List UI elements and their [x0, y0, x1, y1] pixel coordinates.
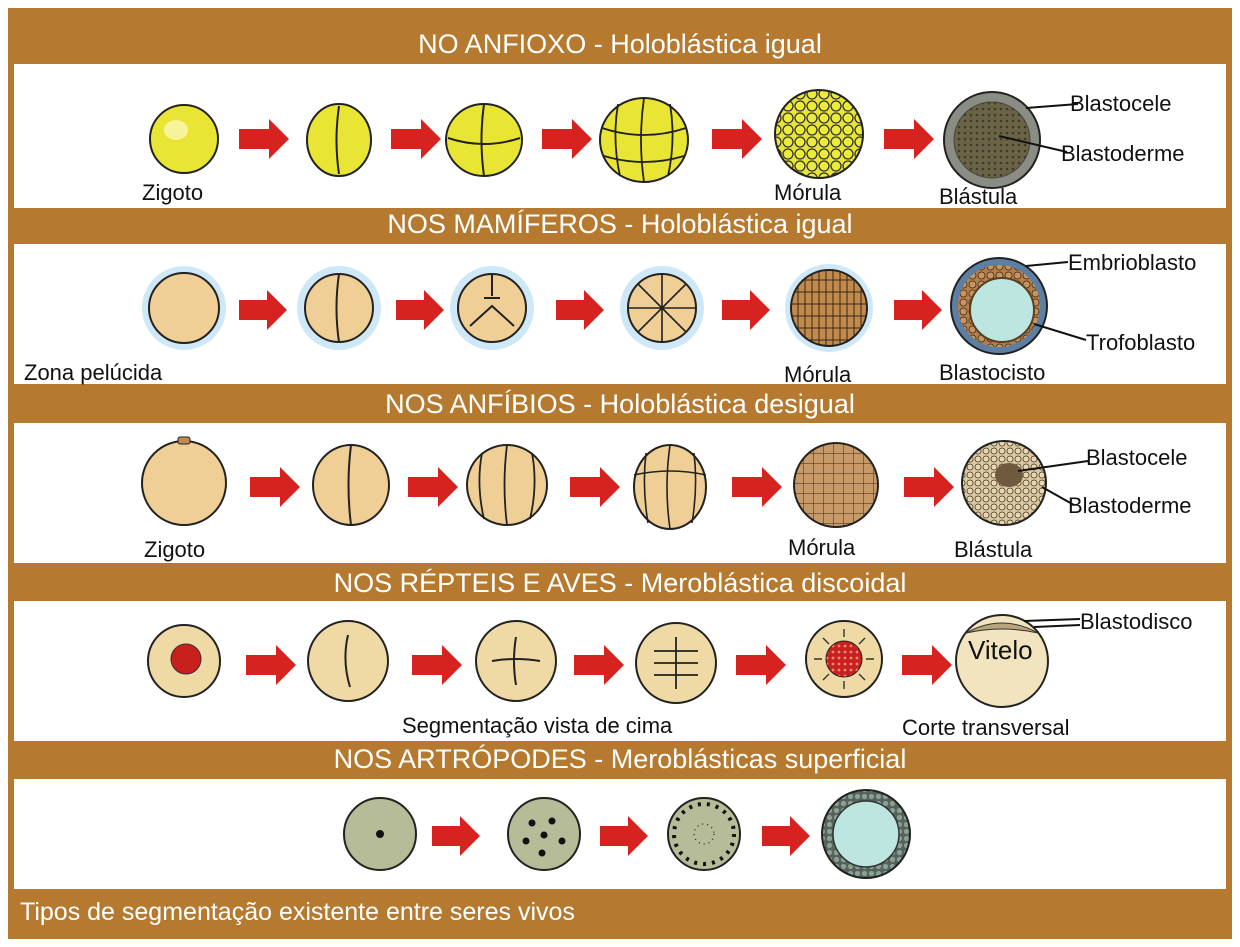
arrow	[542, 119, 592, 159]
zygote-cell	[141, 436, 227, 526]
label-blastocisto: Blastocisto	[939, 360, 1046, 385]
arrow	[239, 119, 289, 159]
callout-blastoderme: Blastoderme	[1068, 493, 1192, 518]
blastula	[961, 440, 1089, 526]
arrow	[239, 290, 287, 330]
zygote-with-zona	[142, 266, 226, 350]
callout-trofoblasto: Trofoblasto	[1086, 330, 1196, 355]
arrow	[412, 645, 462, 685]
four-cell-stage	[475, 620, 557, 702]
label-zigoto: Zigoto	[144, 537, 206, 562]
multicell-blastodisc	[805, 620, 883, 698]
callout-blastodisco: Blastodisco	[1080, 609, 1193, 634]
zygote-with-blastodisc	[147, 624, 221, 698]
label-blastula: Blástula	[939, 184, 1018, 209]
arrow	[902, 645, 952, 685]
callout-blastocele: Blastocele	[1086, 445, 1188, 470]
arrow	[736, 645, 786, 685]
repteis-aves-stages	[147, 614, 1081, 708]
transverse-section	[955, 614, 1081, 708]
arrow	[712, 119, 762, 159]
eight-cell-stage	[633, 444, 707, 530]
arrow	[408, 467, 458, 507]
callout-embrioblasto: Embrioblasto	[1068, 250, 1197, 275]
artropodes-stages	[343, 789, 911, 879]
eight-cell-stage	[635, 622, 717, 704]
panel-anfioxo: Zigoto Mórula Blástula Blastocele Blasto…	[14, 64, 1226, 209]
panel-anfibios: Zigoto Mórula Blástula Blastocele Blasto…	[14, 423, 1226, 563]
section-title-mamiferos: NOS MAMÍFEROS - Holoblástica igual	[387, 209, 853, 239]
section-title-anfioxo: NO ANFIOXO - Holoblástica igual	[418, 29, 822, 59]
arrow	[904, 467, 954, 507]
callout-blastocele: Blastocele	[1070, 91, 1172, 116]
arrow	[762, 816, 810, 856]
arrow	[556, 290, 604, 330]
zygote-central-nucleus	[343, 797, 417, 871]
blastula	[943, 91, 1079, 189]
arrow	[884, 119, 934, 159]
arrow	[246, 645, 296, 685]
two-cell-stage	[307, 620, 389, 702]
morula	[785, 264, 873, 352]
arrow	[396, 290, 444, 330]
section-title-anfibios: NOS ANFÍBIOS - Holoblástica desigual	[385, 389, 855, 419]
morula	[774, 89, 864, 179]
two-cell-stage	[312, 444, 390, 526]
arrow	[600, 816, 648, 856]
panel-artropodes	[14, 779, 1226, 889]
four-cell-stage	[466, 444, 548, 526]
syncytial-migration	[667, 797, 741, 871]
label-morula: Mórula	[784, 362, 852, 387]
zygote-cell	[149, 104, 219, 174]
label-segmentacao-vista-de-cima: Segmentação vista de cima	[402, 713, 673, 738]
label-vitelo: Vitelo	[968, 635, 1033, 665]
label-morula: Mórula	[774, 180, 842, 205]
blastocyst	[950, 257, 1087, 355]
diagram-frame: NO ANFIOXO - Holoblástica igual	[8, 8, 1232, 939]
cellular-blastoderm	[821, 789, 911, 879]
two-cell-stage	[297, 266, 381, 350]
eight-cell-stage	[599, 97, 689, 183]
eight-cell-stage	[620, 266, 704, 350]
mamiferos-stages	[142, 257, 1087, 355]
label-zona-pelucida: Zona pelúcida	[24, 360, 163, 385]
anfibios-stages	[141, 436, 1089, 530]
label-morula: Mórula	[788, 535, 856, 560]
arrow	[574, 645, 624, 685]
arrow	[894, 290, 942, 330]
section-title-repteis-aves: NOS RÉPTEIS E AVES - Meroblástica discoi…	[333, 568, 907, 598]
arrow	[432, 816, 480, 856]
label-blastula: Blástula	[954, 537, 1033, 562]
label-corte-transversal: Corte transversal	[902, 715, 1070, 740]
panel-repteis-aves: Vitelo Blastodisco Segmentação vista de …	[14, 601, 1226, 741]
arrow	[391, 119, 441, 159]
four-cell-stage	[445, 103, 523, 177]
label-zigoto: Zigoto	[142, 180, 204, 205]
two-cell-stage	[306, 103, 372, 177]
callout-blastoderme: Blastoderme	[1061, 141, 1185, 166]
arrow	[250, 467, 300, 507]
arrow	[732, 467, 782, 507]
four-cell-stage	[450, 266, 534, 350]
section-title-artropodes: NOS ARTRÓPODES - Meroblásticas superfici…	[333, 744, 907, 774]
arrow	[722, 290, 770, 330]
morula	[793, 442, 879, 528]
figure-caption: Tipos de segmentação existente entre ser…	[20, 898, 575, 926]
panel-mamiferos: Zona pelúcida Mórula Blastocisto Embriob…	[14, 244, 1226, 387]
nuclear-division	[507, 797, 581, 871]
arrow	[570, 467, 620, 507]
anfioxo-stages	[149, 89, 1079, 189]
